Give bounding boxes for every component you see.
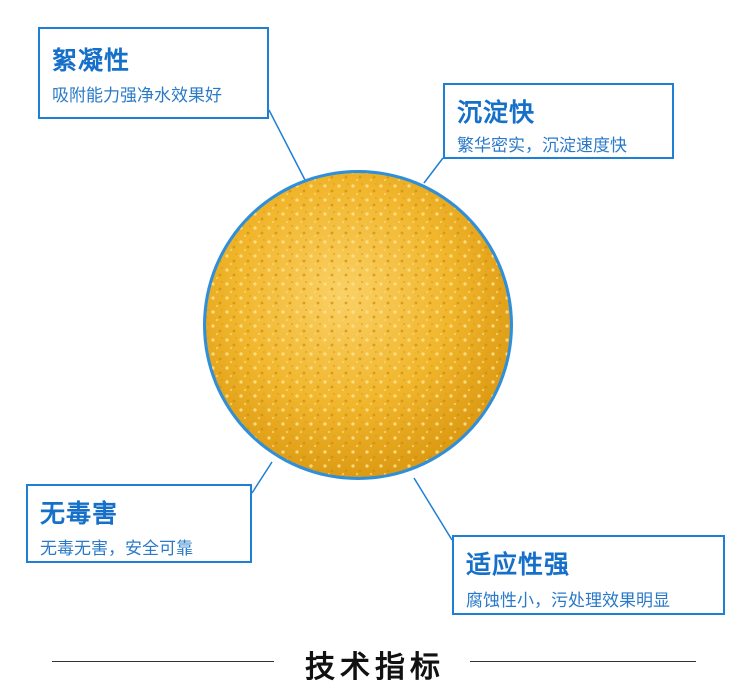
product-photo <box>206 173 510 477</box>
feature-desc: 吸附能力强净水效果好 <box>52 86 222 106</box>
feature-desc: 繁华密实，沉淀速度快 <box>457 136 627 156</box>
feature-title: 絮凝性 <box>52 46 131 75</box>
feature-card-adaptability: 适应性强 腐蚀性小，污处理效果明显 <box>452 535 725 615</box>
divider-right <box>470 661 696 662</box>
connector-line-br <box>413 477 453 541</box>
connector-line-tl <box>268 109 306 181</box>
feature-card-flocculation: 絮凝性 吸附能力强净水效果好 <box>38 27 269 119</box>
connector-line-bl <box>251 461 273 494</box>
feature-desc: 腐蚀性小，污处理效果明显 <box>466 591 670 611</box>
feature-title: 无毒害 <box>40 499 119 528</box>
feature-card-non-toxic: 无毒害 无毒无害，安全可靠 <box>26 484 252 563</box>
feature-title: 适应性强 <box>466 550 571 579</box>
feature-card-fast-settling: 沉淀快 繁华密实，沉淀速度快 <box>443 83 674 159</box>
feature-desc: 无毒无害，安全可靠 <box>40 539 193 559</box>
feature-title: 沉淀快 <box>457 98 536 127</box>
connector-line-tr <box>423 157 444 184</box>
section-heading: 技术指标 <box>305 650 445 685</box>
divider-left <box>52 661 274 662</box>
